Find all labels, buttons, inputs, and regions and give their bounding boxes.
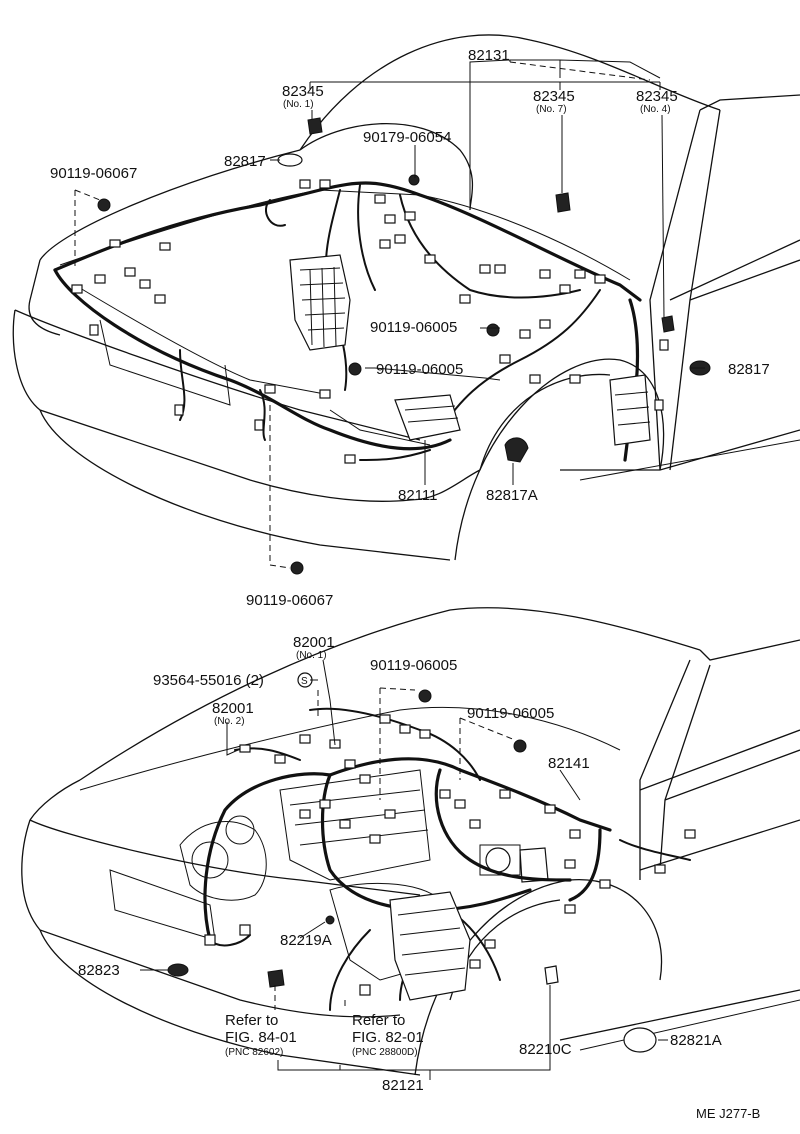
bolt-90119-06005-d bbox=[513, 739, 527, 753]
label-ref2-line2: FIG. 82-01 bbox=[352, 1029, 424, 1046]
label-ref1-line2: FIG. 84-01 bbox=[225, 1029, 297, 1046]
clip-82210C bbox=[544, 965, 559, 985]
label-ref2-line1: Refer to bbox=[352, 1012, 405, 1029]
label-90119-06067-top: 90119-06067 bbox=[50, 165, 137, 182]
top-connectors bbox=[71, 117, 711, 575]
bottom-leaders bbox=[140, 659, 668, 1080]
bracket-fig84 bbox=[267, 969, 285, 988]
bolt-90179-06054 bbox=[408, 174, 420, 186]
label-82001-no2: 82001 bbox=[212, 700, 254, 717]
label-82001-no1-sub: (No. 1) bbox=[296, 650, 327, 661]
bottom-car-body bbox=[21, 607, 800, 1076]
label-82817-right: 82817 bbox=[728, 361, 770, 378]
label-82817-top: 82817 bbox=[224, 153, 266, 170]
clamp-82823 bbox=[167, 963, 189, 977]
label-90119-06005-b: 90119-06005 bbox=[376, 361, 463, 378]
label-82121: 82121 bbox=[382, 1077, 424, 1094]
label-82131: 82131 bbox=[468, 47, 510, 64]
clip-82219A bbox=[325, 915, 335, 925]
figure-code: ME J277-B bbox=[696, 1106, 760, 1121]
label-90119-06067-bottom: 90119-06067 bbox=[246, 592, 333, 609]
top-leaders bbox=[74, 59, 705, 569]
label-82210C: 82210C bbox=[519, 1041, 572, 1058]
bolt-90119-06005-c bbox=[418, 689, 432, 703]
label-82345-no1: 82345 bbox=[282, 83, 324, 100]
top-wire-harness bbox=[53, 181, 651, 462]
bolt-90119-06067-bottom bbox=[290, 561, 304, 575]
label-82817A: 82817A bbox=[486, 487, 538, 504]
label-82141: 82141 bbox=[548, 755, 590, 772]
label-93564-55016: 93564-55016 (2) bbox=[153, 672, 264, 689]
label-ref2-pnc: (PNC 28800D) bbox=[352, 1047, 418, 1058]
label-90119-06005-d: 90119-06005 bbox=[467, 705, 554, 722]
clamp-82345-no7 bbox=[555, 192, 571, 213]
clamp-82345-no4 bbox=[661, 315, 675, 333]
bolt-90119-06005-a bbox=[486, 323, 500, 337]
bottom-labels: 82001 (No. 1) 93564-55016 (2) 82001 (No.… bbox=[78, 634, 722, 1094]
top-labels: 82131 82345 (No. 1) 82345 (No. 7) 82345 … bbox=[50, 47, 770, 609]
label-82001-no1: 82001 bbox=[293, 634, 335, 651]
clamp-82345-no1 bbox=[307, 117, 323, 135]
label-82345-no4: 82345 bbox=[636, 88, 678, 105]
bottom-wire-harness bbox=[203, 707, 691, 1011]
label-82823: 82823 bbox=[78, 962, 120, 979]
symbol-s-text: S bbox=[301, 676, 308, 687]
label-82345-no7: 82345 bbox=[533, 88, 575, 105]
label-ref1-line1: Refer to bbox=[225, 1012, 278, 1029]
label-90119-06005-a: 90119-06005 bbox=[370, 319, 457, 336]
label-90119-06005-c: 90119-06005 bbox=[370, 657, 457, 674]
label-82219A: 82219A bbox=[280, 932, 332, 949]
bolt-90119-06067-top bbox=[97, 198, 111, 212]
bottom-connectors: S bbox=[167, 672, 696, 1053]
clamp-82821A bbox=[623, 1027, 657, 1053]
label-82345-no1-sub: (No. 1) bbox=[283, 99, 314, 110]
label-ref1-pnc: (PNC 82602) bbox=[225, 1047, 283, 1058]
label-82345-no4-sub: (No. 4) bbox=[640, 104, 671, 115]
label-90179-06054: 90179-06054 bbox=[363, 129, 451, 146]
label-82111: 82111 bbox=[398, 487, 438, 504]
bolt-90119-06005-b bbox=[348, 362, 362, 376]
label-82821A: 82821A bbox=[670, 1032, 722, 1049]
grommet-82817A bbox=[504, 437, 529, 463]
label-82345-no7-sub: (No. 7) bbox=[536, 104, 567, 115]
grommet-82817 bbox=[277, 153, 303, 167]
top-car-body bbox=[12, 34, 800, 561]
label-82001-no2-sub: (No. 2) bbox=[214, 716, 245, 727]
